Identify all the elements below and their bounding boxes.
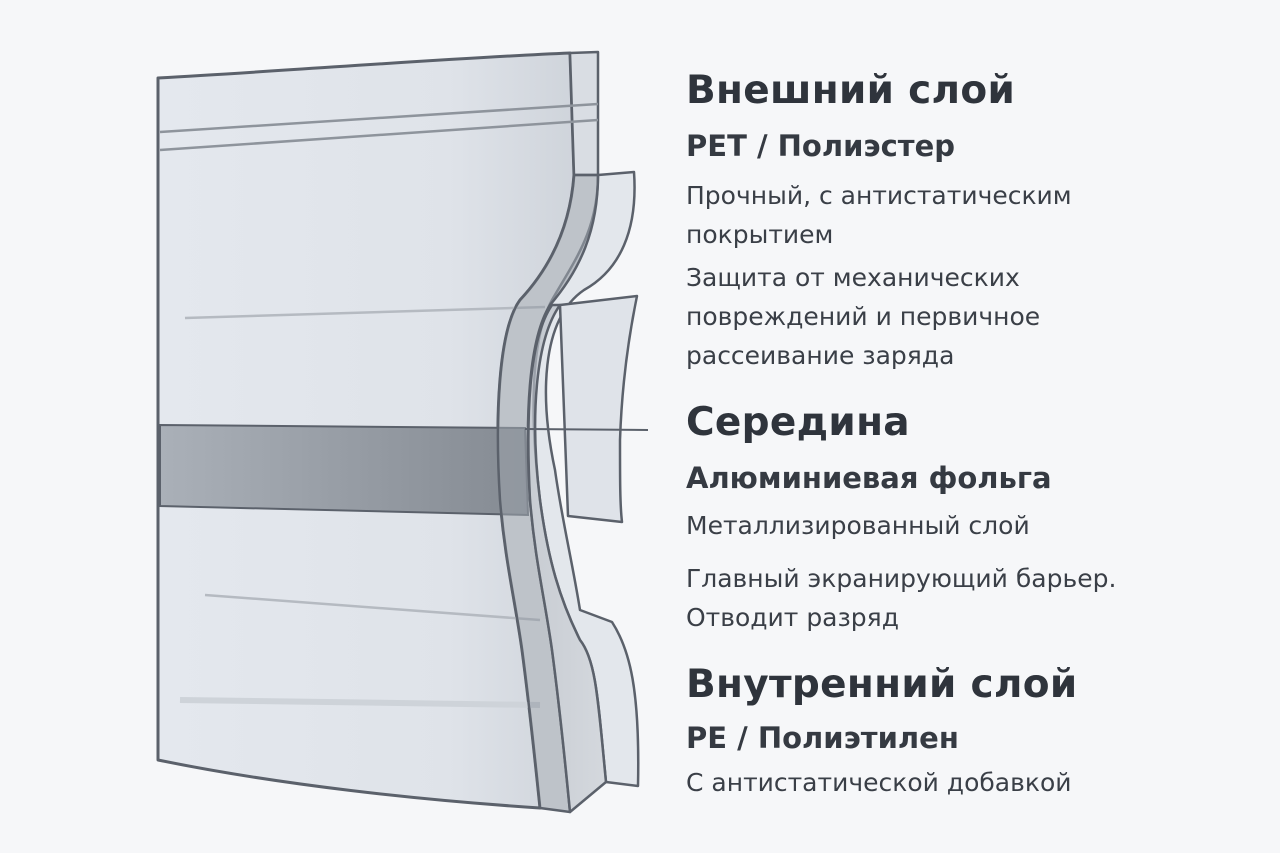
middle-layer-properties: Металлизированный слой xyxy=(686,506,1030,545)
description-line: Защита от механических xyxy=(686,263,1020,292)
third-film-curve xyxy=(527,303,608,814)
sheen-line xyxy=(184,305,546,320)
outer-layer-function: Защита от механических повреждений и пер… xyxy=(686,258,1040,375)
description-line: Прочный, с антистатическим xyxy=(686,181,1072,210)
description-line: Отводит разряд xyxy=(686,603,899,632)
sheen-line xyxy=(204,593,541,622)
description-line: Металлизированный слой xyxy=(686,511,1030,540)
middle-layer-heading: Середина xyxy=(686,400,910,445)
outer-layer-properties: Прочный, с антистатическим покрытием xyxy=(686,176,1072,254)
description-line: повреждений и первичное xyxy=(686,302,1041,331)
middle-layer-function: Главный экранирующий барьер. Отводит раз… xyxy=(686,559,1116,637)
description-line: Главный экранирующий барьер. xyxy=(686,564,1117,593)
top-seal-line-1 xyxy=(159,102,599,134)
inner-layer-material: PE / Полиэтилен xyxy=(686,721,959,755)
inner-layer-heading: Внутренний слой xyxy=(686,662,1078,707)
top-seal-line-2 xyxy=(159,118,599,152)
description-line: С антистатической добавкой xyxy=(686,768,1072,797)
middle-pointer-line xyxy=(524,428,649,431)
inner-layer-properties: С антистатической добавкой xyxy=(686,763,1072,802)
description-line: рассеивание заряда xyxy=(686,341,955,370)
sheet-top-strip xyxy=(568,50,600,177)
outer-layer-heading: Внешний слой xyxy=(686,68,1016,113)
sheen-line xyxy=(179,697,541,708)
foil-band xyxy=(159,423,530,517)
middle-film-panel xyxy=(558,294,639,524)
outer-layer-material: PET / Полиэстер xyxy=(686,129,956,163)
description-line: покрытием xyxy=(686,220,834,249)
middle-layer-material: Алюминиевая фольга xyxy=(686,461,1052,495)
